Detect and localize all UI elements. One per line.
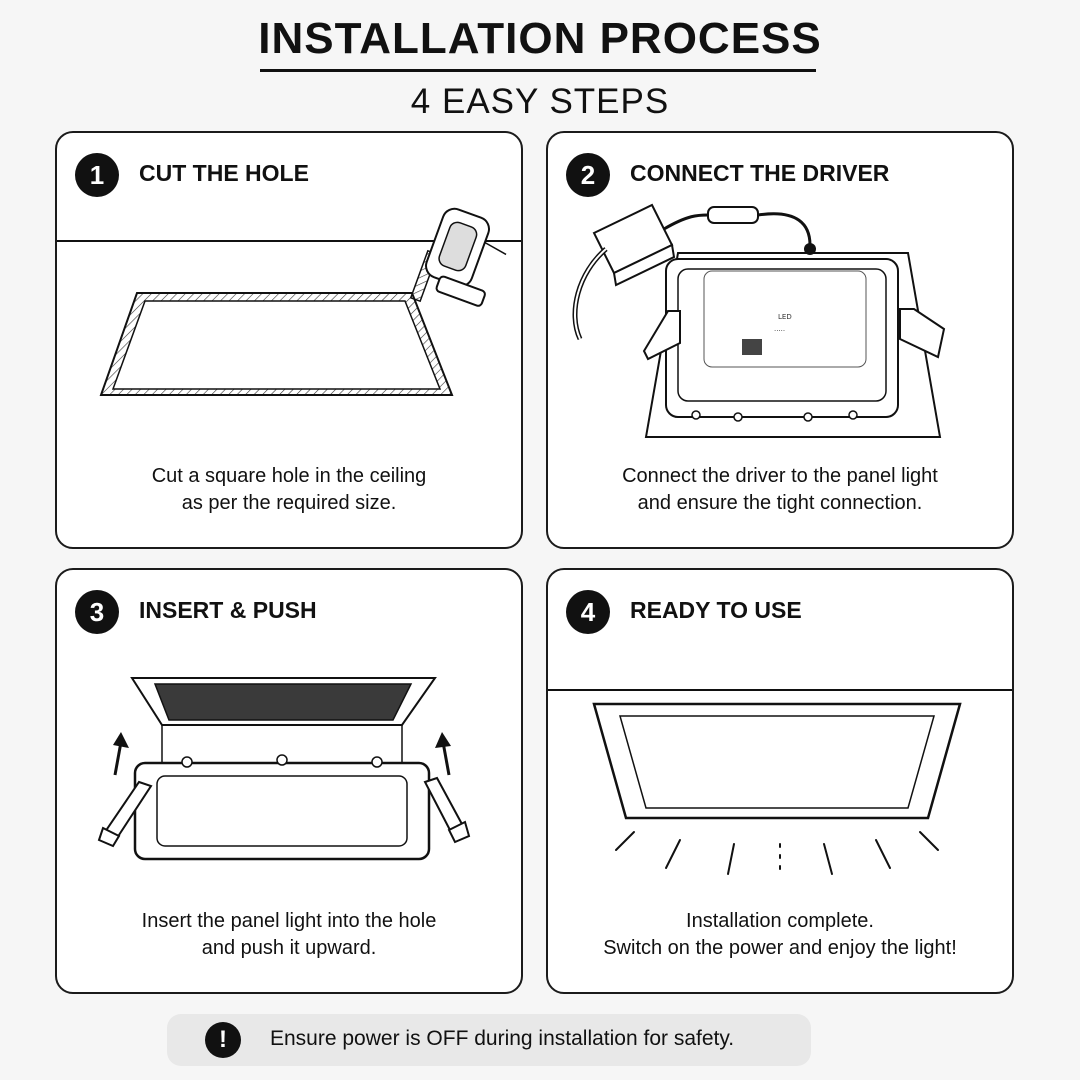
step-number-badge: 3 (75, 590, 119, 634)
page-subtitle: 4 EASY STEPS (410, 82, 670, 121)
driver-box-icon (592, 203, 676, 287)
ready-to-use-illustration (548, 689, 1012, 877)
step-title: CONNECT THE DRIVER (630, 160, 890, 186)
step-card-4: 4 READY TO USE Installation complete. Sw… (546, 568, 1014, 994)
step-number-badge: 2 (566, 153, 610, 197)
cut-hole-illustration (57, 207, 521, 396)
step-description: Insert the panel light into the hole and… (141, 910, 437, 959)
step-card-1: 1 CUT THE HOLE Cut a square hole in the … (55, 131, 523, 549)
step-description: Connect the driver to the panel light an… (622, 465, 938, 514)
step-title: INSERT & PUSH (139, 597, 317, 623)
svg-text:LED: LED (778, 313, 792, 321)
svg-text:·····: ····· (774, 327, 785, 335)
light-rays-icon (615, 831, 939, 877)
saw-icon (425, 207, 507, 307)
title-underline (260, 69, 816, 72)
safety-notice-text: Ensure power is OFF during installation … (270, 1027, 735, 1050)
step-card-3: 3 INSERT & PUSH Insert the panel light i… (55, 568, 523, 994)
step-card-2: 2 CONNECT THE DRIVER LED ····· (546, 131, 1014, 549)
step-title: READY TO USE (630, 597, 802, 623)
safety-notice: ! Ensure power is OFF during installatio… (167, 1014, 811, 1066)
step-number-badge: 1 (75, 153, 119, 197)
step-number-badge: 4 (566, 590, 610, 634)
insert-push-illustration (97, 677, 471, 861)
step-description: Cut a square hole in the ceiling as per … (151, 465, 427, 514)
arrow-up-icon (435, 732, 451, 776)
exclamation-icon: ! (205, 1022, 241, 1058)
page-title: INSTALLATION PROCESS (258, 14, 822, 63)
step-title: CUT THE HOLE (139, 160, 309, 186)
step-description: Installation complete. Switch on the pow… (603, 910, 957, 959)
arrow-up-icon (113, 732, 129, 776)
connect-driver-illustration: LED ····· (572, 203, 946, 438)
